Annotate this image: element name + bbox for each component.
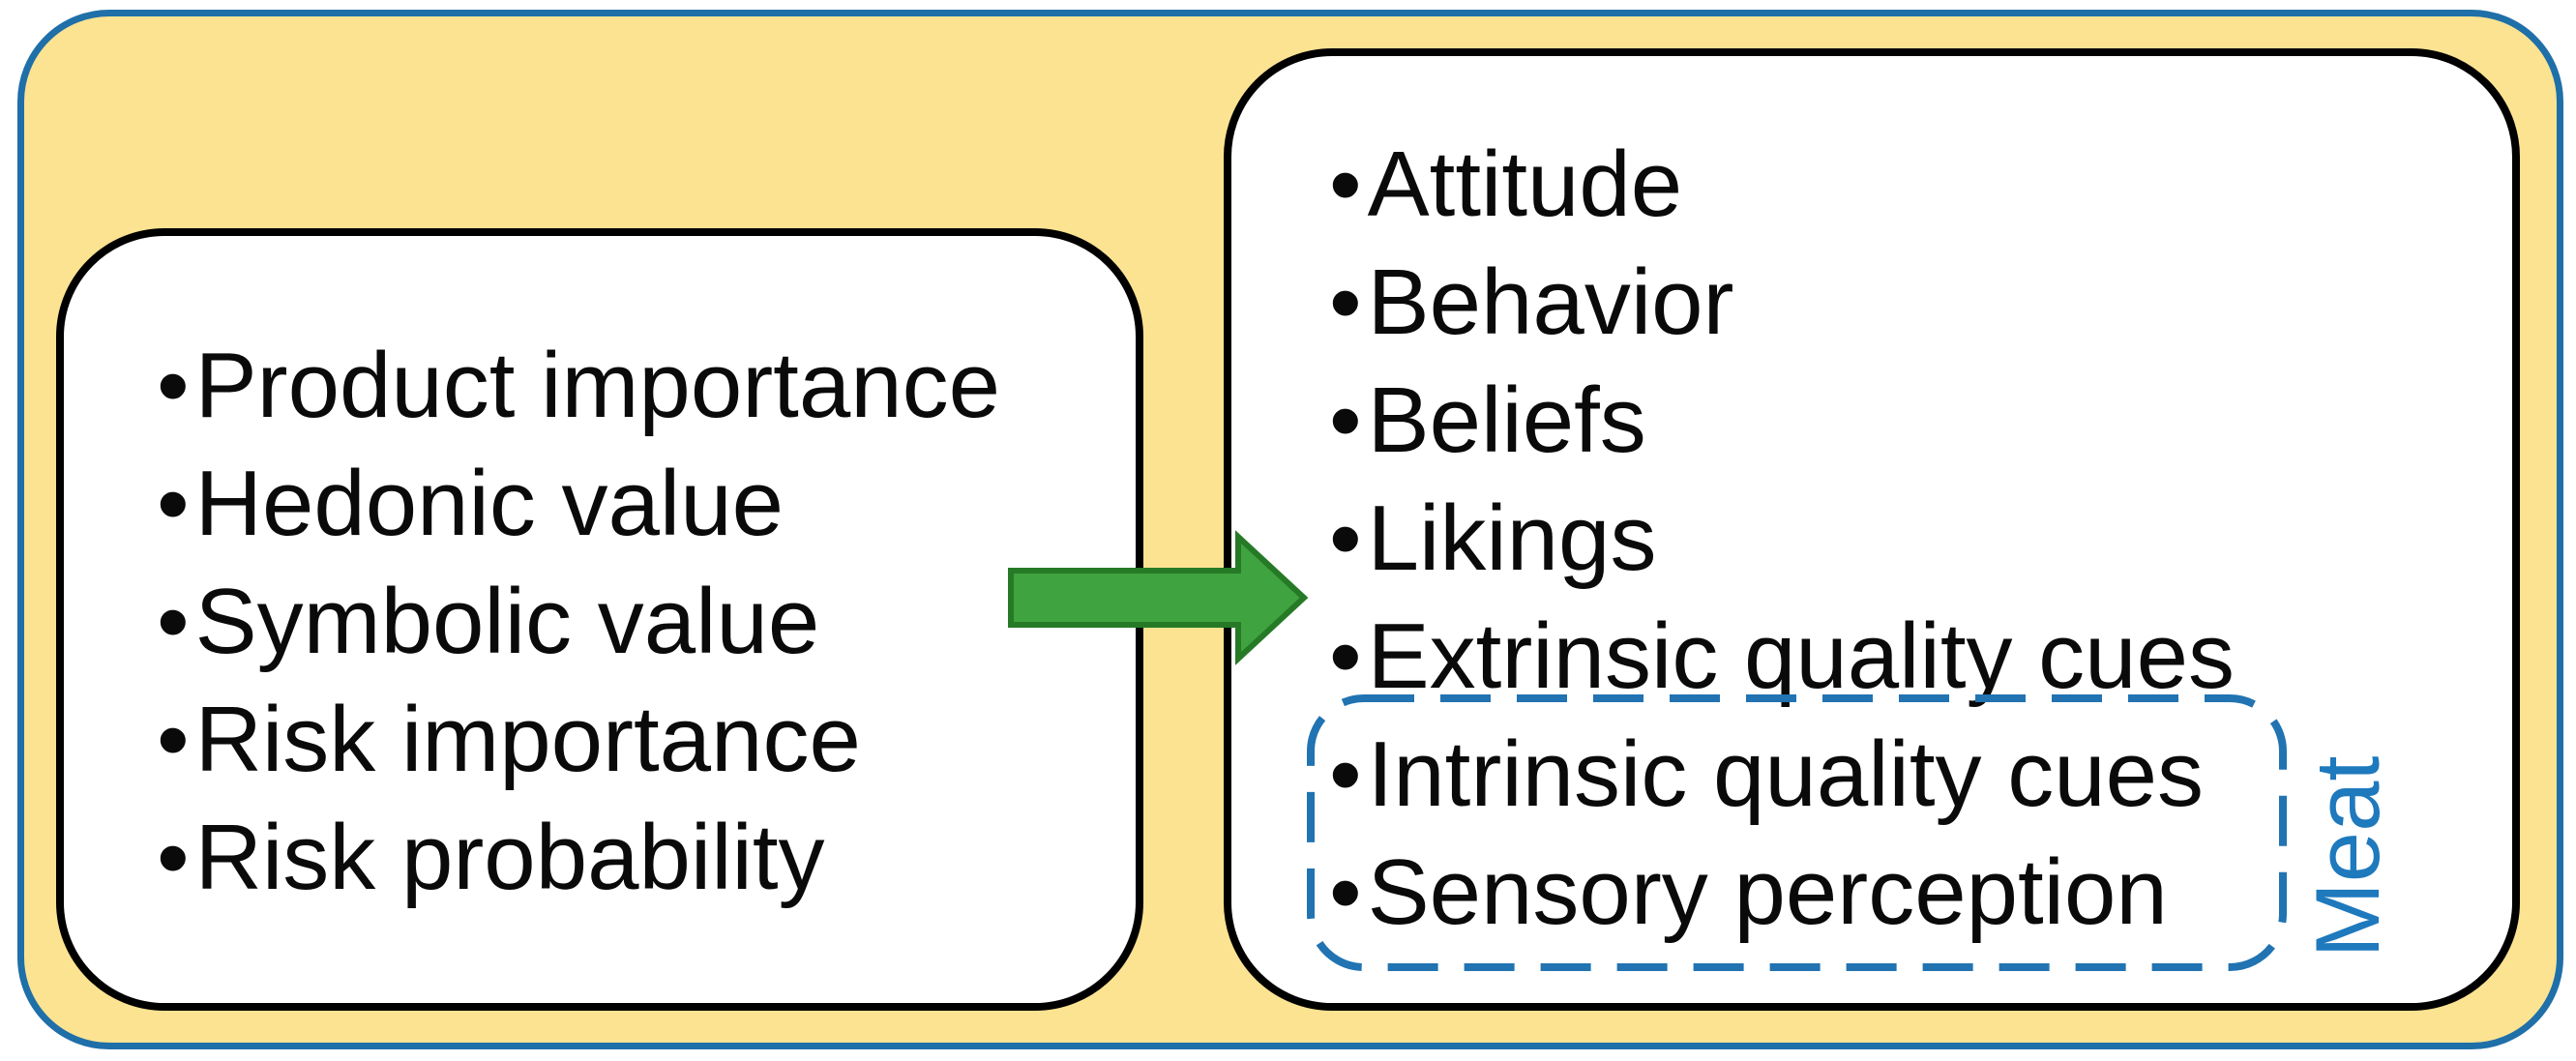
antecedents-list: • Product importance • Hedonic value • S… bbox=[157, 327, 1116, 917]
list-item: • Risk probability bbox=[157, 799, 1116, 917]
bullet-icon: • bbox=[1329, 604, 1362, 708]
bullet-icon: • bbox=[157, 806, 190, 909]
list-item: • Hedonic value bbox=[157, 445, 1116, 563]
bullet-icon: • bbox=[1329, 133, 1362, 236]
list-item-label: Risk probability bbox=[194, 806, 825, 909]
bullet-icon: • bbox=[1329, 486, 1362, 590]
list-item-label: Intrinsic quality cues bbox=[1367, 722, 2204, 826]
list-item-label: Risk importance bbox=[194, 688, 861, 791]
list-item: • Risk importance bbox=[157, 681, 1116, 799]
list-item: • Beliefs bbox=[1329, 362, 2493, 480]
bullet-icon: • bbox=[1329, 251, 1362, 354]
list-item: • Extrinsic quality cues bbox=[1329, 598, 2493, 716]
list-item-label: Extrinsic quality cues bbox=[1367, 604, 2235, 708]
list-item-label: Sensory perception bbox=[1367, 840, 2168, 944]
list-item-label: Behavior bbox=[1367, 251, 1734, 354]
list-item: • Likings bbox=[1329, 480, 2493, 598]
bullet-icon: • bbox=[1329, 722, 1362, 826]
list-item-label: Attitude bbox=[1367, 133, 1683, 236]
list-item: • Attitude bbox=[1329, 126, 2493, 244]
list-item-label: Beliefs bbox=[1367, 368, 1646, 472]
bullet-icon: • bbox=[157, 688, 190, 791]
list-item-label: Hedonic value bbox=[194, 452, 784, 555]
list-item-label: Likings bbox=[1367, 486, 1657, 590]
bullet-icon: • bbox=[1329, 840, 1362, 944]
list-item: • Product importance bbox=[157, 327, 1116, 445]
list-item: • Symbolic value bbox=[157, 563, 1116, 681]
list-item-label: Product importance bbox=[194, 334, 1001, 437]
list-item: • Behavior bbox=[1329, 244, 2493, 362]
bullet-icon: • bbox=[157, 570, 190, 673]
antecedents-box: • Product importance • Hedonic value • S… bbox=[56, 228, 1143, 1011]
bullet-icon: • bbox=[157, 452, 190, 555]
bullet-icon: • bbox=[1329, 368, 1362, 472]
meat-label: Meat bbox=[2296, 755, 2398, 958]
list-item-label: Symbolic value bbox=[194, 570, 820, 673]
bullet-icon: • bbox=[157, 334, 190, 437]
outcomes-list: • Attitude • Behavior • Beliefs • Liking… bbox=[1329, 126, 2493, 716]
